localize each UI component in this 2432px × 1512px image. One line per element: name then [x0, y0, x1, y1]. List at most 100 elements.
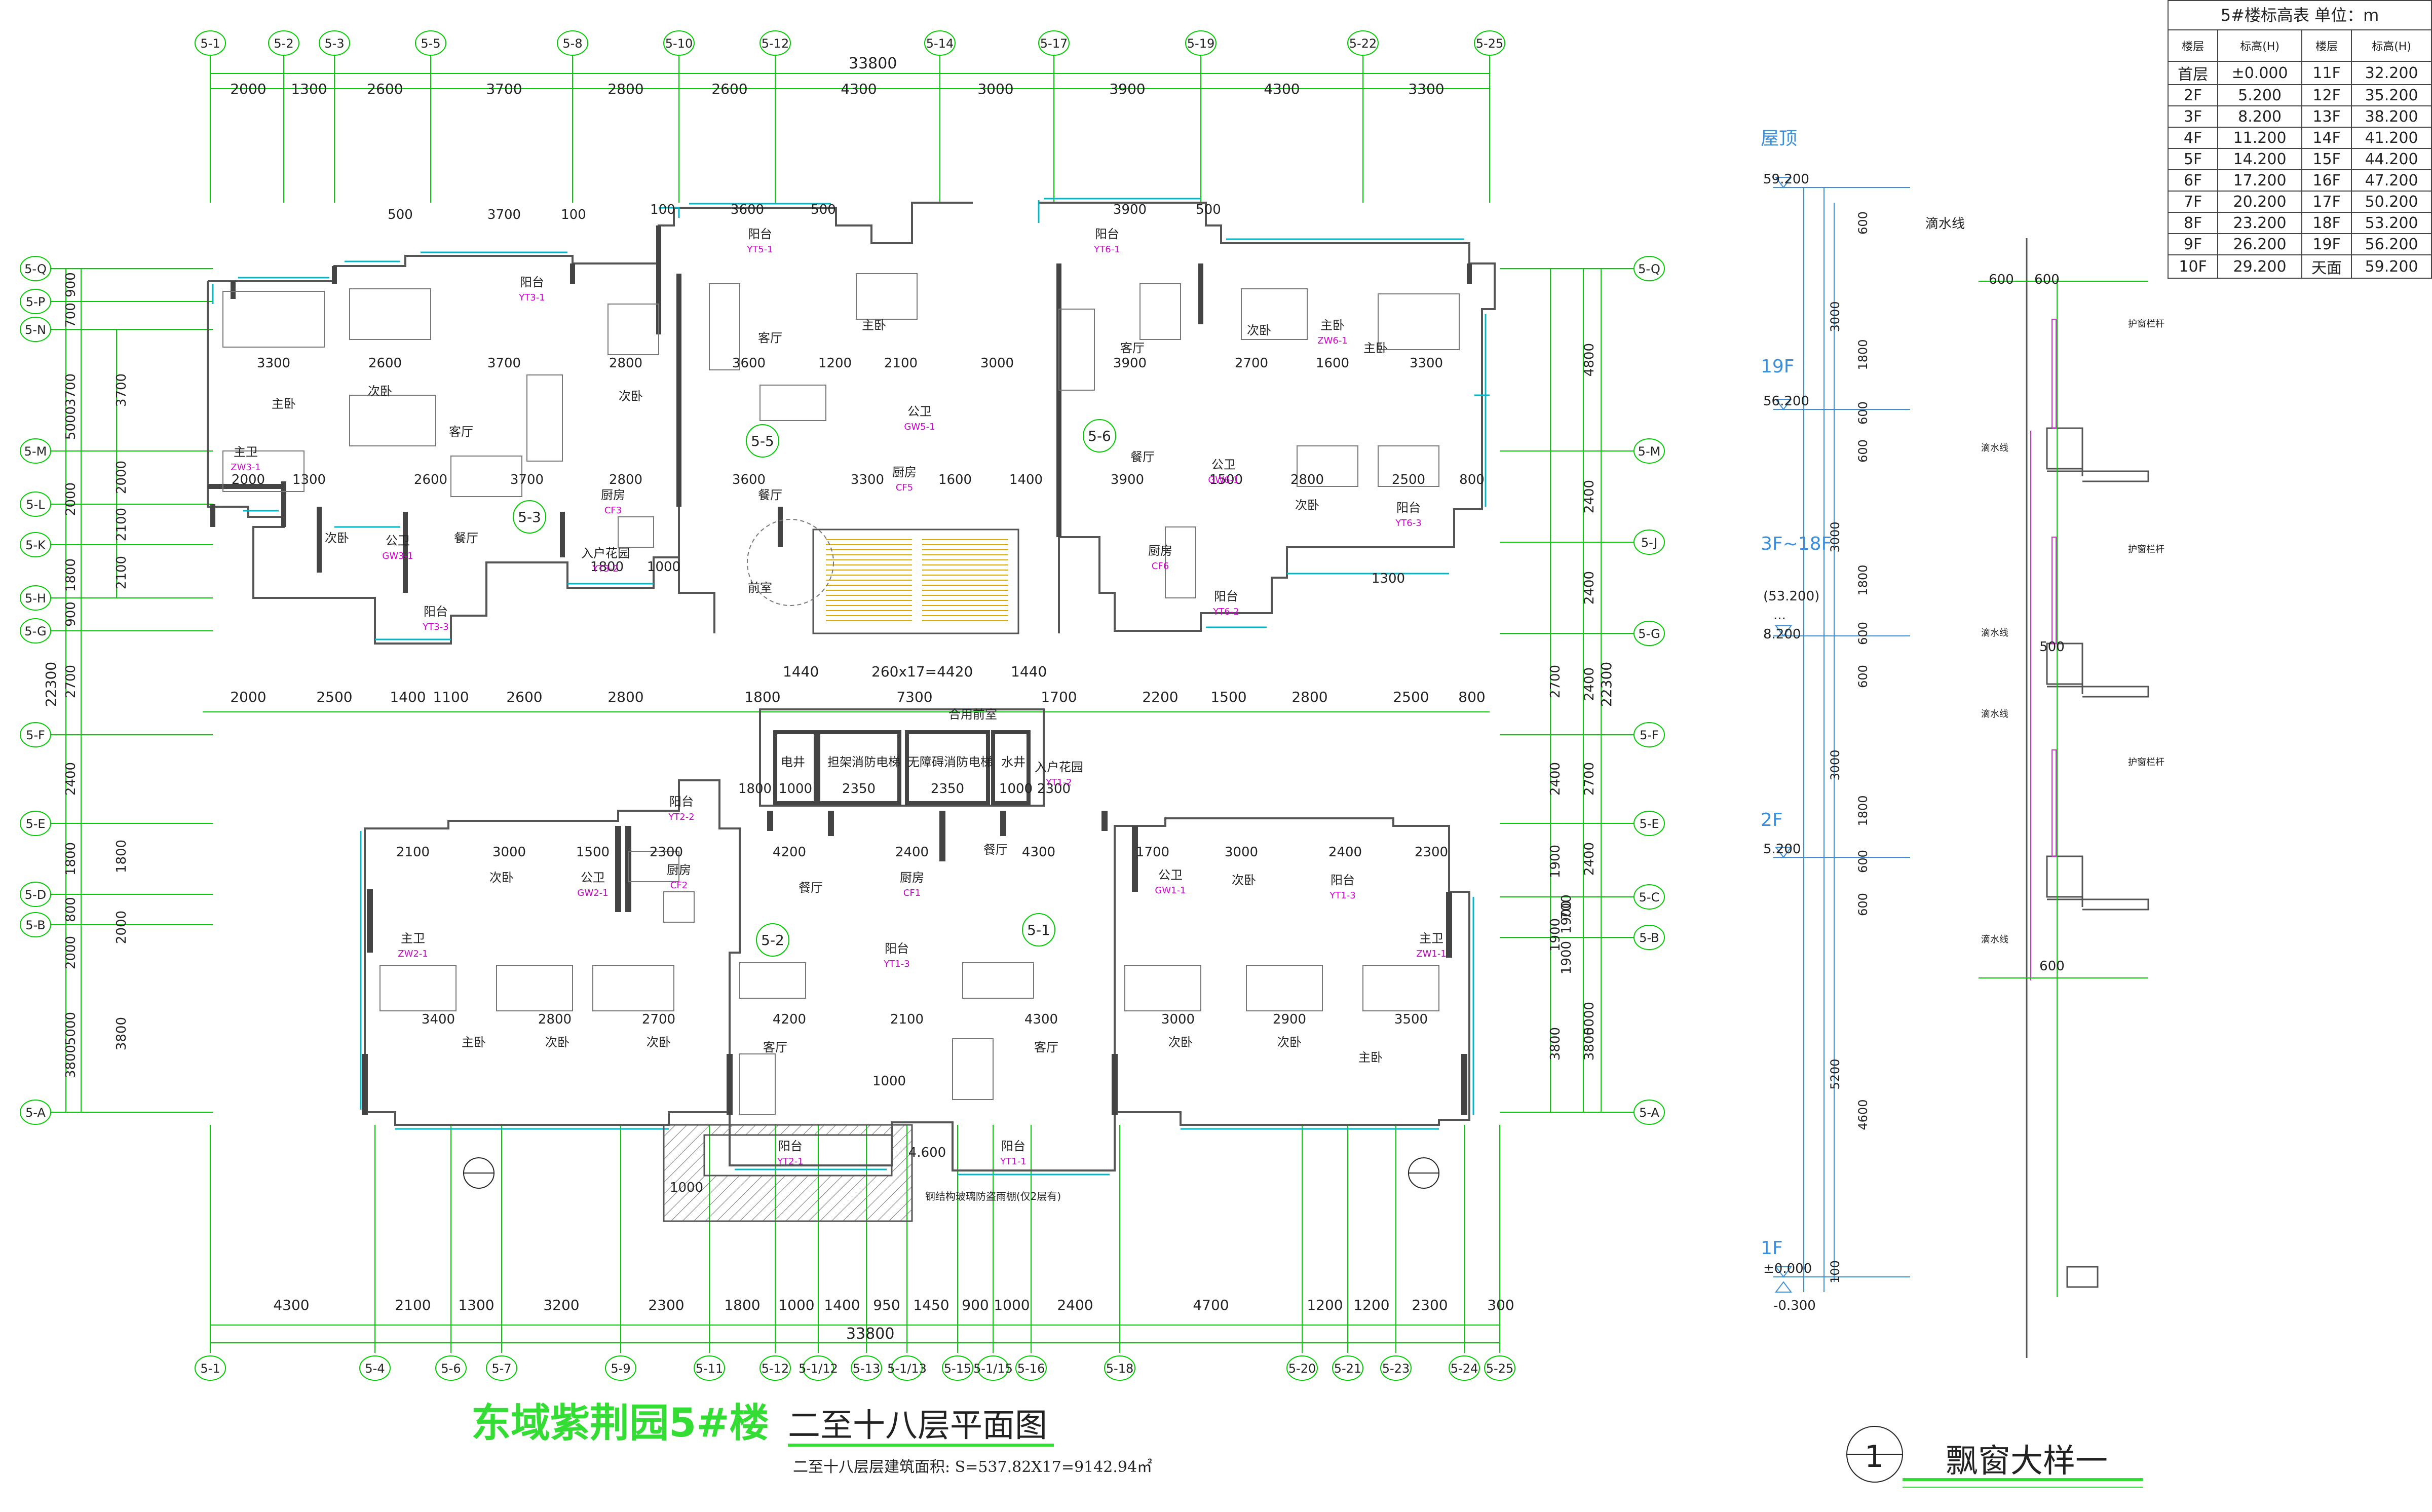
axis-label: 5-22 [1349, 36, 1377, 51]
unit-label: 5-2 [761, 932, 784, 949]
project-title: 东域紫荆园5#楼 [471, 1401, 769, 1446]
header-elev: 标高(H) [2217, 29, 2302, 62]
room-label: 公卫 [907, 404, 932, 419]
room-label: 餐厅 [758, 488, 782, 502]
inner-dim: 3700 [487, 207, 521, 222]
room-label: 次卧 [545, 1035, 569, 1049]
dim-mid: 1500 [1210, 689, 1246, 705]
inner-dim: 1000 [647, 559, 680, 575]
elevation-table-caption: 5#楼标高表 单位：m [2168, 0, 2432, 29]
inner-dim: 500 [1196, 202, 1221, 217]
elev-cell: 59.200 [2351, 254, 2432, 279]
axis-label: 5-14 [926, 36, 954, 51]
dim-left-inner: 3800 [114, 1017, 129, 1050]
dim-left: 2000 [63, 936, 79, 969]
axis-bubble [1484, 1355, 1515, 1381]
inner-dim: 1400 [1009, 472, 1043, 487]
inner-dim: 2600 [368, 356, 402, 371]
inner-dim: 2100 [396, 845, 430, 860]
unit-circle [1022, 913, 1055, 947]
room-code: GW2-1 [577, 888, 608, 898]
axis-label: 5-P [26, 295, 45, 309]
inner-dim: 2800 [609, 472, 642, 487]
detail-level-value: 59.200 [1763, 172, 1809, 187]
axis-label: 5-19 [1187, 36, 1214, 51]
axis-bubble [1633, 530, 1665, 555]
axis-bubble [942, 1355, 973, 1381]
dim-bottom: 1000 [994, 1297, 1030, 1313]
room-label: 水井 [1001, 755, 1025, 769]
header-floor: 楼层 [2167, 29, 2219, 62]
inner-dim: 3500 [1394, 1012, 1428, 1027]
axis-label: 5-10 [665, 36, 693, 51]
room-code: YT1-2 [1045, 777, 1072, 788]
dim-right-inner: 2700 [1548, 665, 1563, 698]
inner-dim: 3400 [422, 1012, 455, 1027]
dim-left: 2000 [63, 482, 79, 516]
dim-right: 1900 [1559, 941, 1574, 974]
axis-label: 5-17 [1040, 36, 1068, 51]
floor-cell: 15F [2301, 148, 2352, 170]
elev-cell: 38.200 [2351, 105, 2432, 128]
inner-dim: 钢结构玻璃防盗雨棚(仅2层有) [925, 1190, 1061, 1202]
dim-left: 1800 [63, 558, 79, 592]
room-label: 主卧 [1320, 318, 1345, 332]
dim-mid: 2500 [316, 689, 352, 705]
detail-note: 滴水线 [1981, 709, 2008, 720]
dim-left: 1800 [63, 842, 79, 876]
inner-dim: 4300 [1022, 845, 1055, 860]
detail-level-name: 3F~18F [1761, 534, 1832, 554]
inner-dim: 1500 [576, 845, 610, 860]
dim-bottom: 1300 [458, 1297, 494, 1313]
detail-dim-top: 600 [2034, 272, 2060, 287]
axis-label: 5-25 [1486, 1362, 1513, 1376]
inner-dim: 3000 [1161, 1012, 1195, 1027]
top-total-dim: 33800 [849, 55, 897, 72]
room-code: YT6-3 [1395, 518, 1421, 528]
right-total-dim: 22300 [1598, 662, 1615, 707]
room-code: CF2 [670, 880, 688, 891]
room-label: 阳台 [424, 604, 448, 619]
room-code: ZW3-1 [231, 462, 261, 473]
axis-label: 5-C [1639, 890, 1660, 904]
inner-dim: 3600 [732, 356, 766, 371]
axis-label: 5-E [25, 817, 45, 831]
room-label: 客厅 [763, 1040, 787, 1054]
room-label: 阳台 [669, 795, 694, 809]
inner-dim: 2500 [1392, 472, 1425, 487]
axis-bubble [694, 1355, 725, 1381]
detail-dim-bottom: 600 [2039, 959, 2065, 974]
floor-cell: 5F [2167, 148, 2219, 170]
axis-bubble [605, 1355, 636, 1381]
room-label: 主卧 [272, 397, 296, 411]
dim-left: 5000 [63, 406, 79, 440]
detail-level-value2: ... [1773, 608, 1786, 623]
elev-cell: ±0.000 [2217, 61, 2302, 85]
room-label: 阳台 [1331, 873, 1355, 887]
axis-label: 5-23 [1382, 1362, 1410, 1376]
dim-left: 900 [63, 601, 79, 627]
dim-top: 2000 [230, 81, 266, 97]
detail-level-value: (53.200) [1763, 589, 1819, 604]
dim-right: 2400 [1582, 667, 1597, 701]
room-label: 餐厅 [799, 881, 823, 895]
stair-side-left: 1440 [783, 663, 819, 680]
room-label: 客厅 [449, 425, 473, 439]
dim-right: 2400 [1582, 571, 1597, 604]
axis-label: 5-24 [1451, 1362, 1478, 1376]
area-note: 二至十八层层建筑面积: S=537.82X17=9142.94㎡ [793, 1458, 1152, 1476]
detail-dim-top: 600 [1989, 272, 2014, 287]
inner-dim: 2350 [842, 781, 876, 797]
axis-bubble [1633, 438, 1665, 464]
header-elev: 标高(H) [2351, 29, 2432, 62]
axis-bubble [195, 30, 226, 56]
floor-cell: 18F [2301, 212, 2352, 234]
floor-cell: 7F [2167, 191, 2219, 213]
inner-dim: 2000 [232, 472, 265, 487]
detail-note: 滴水线 [1981, 443, 2008, 453]
